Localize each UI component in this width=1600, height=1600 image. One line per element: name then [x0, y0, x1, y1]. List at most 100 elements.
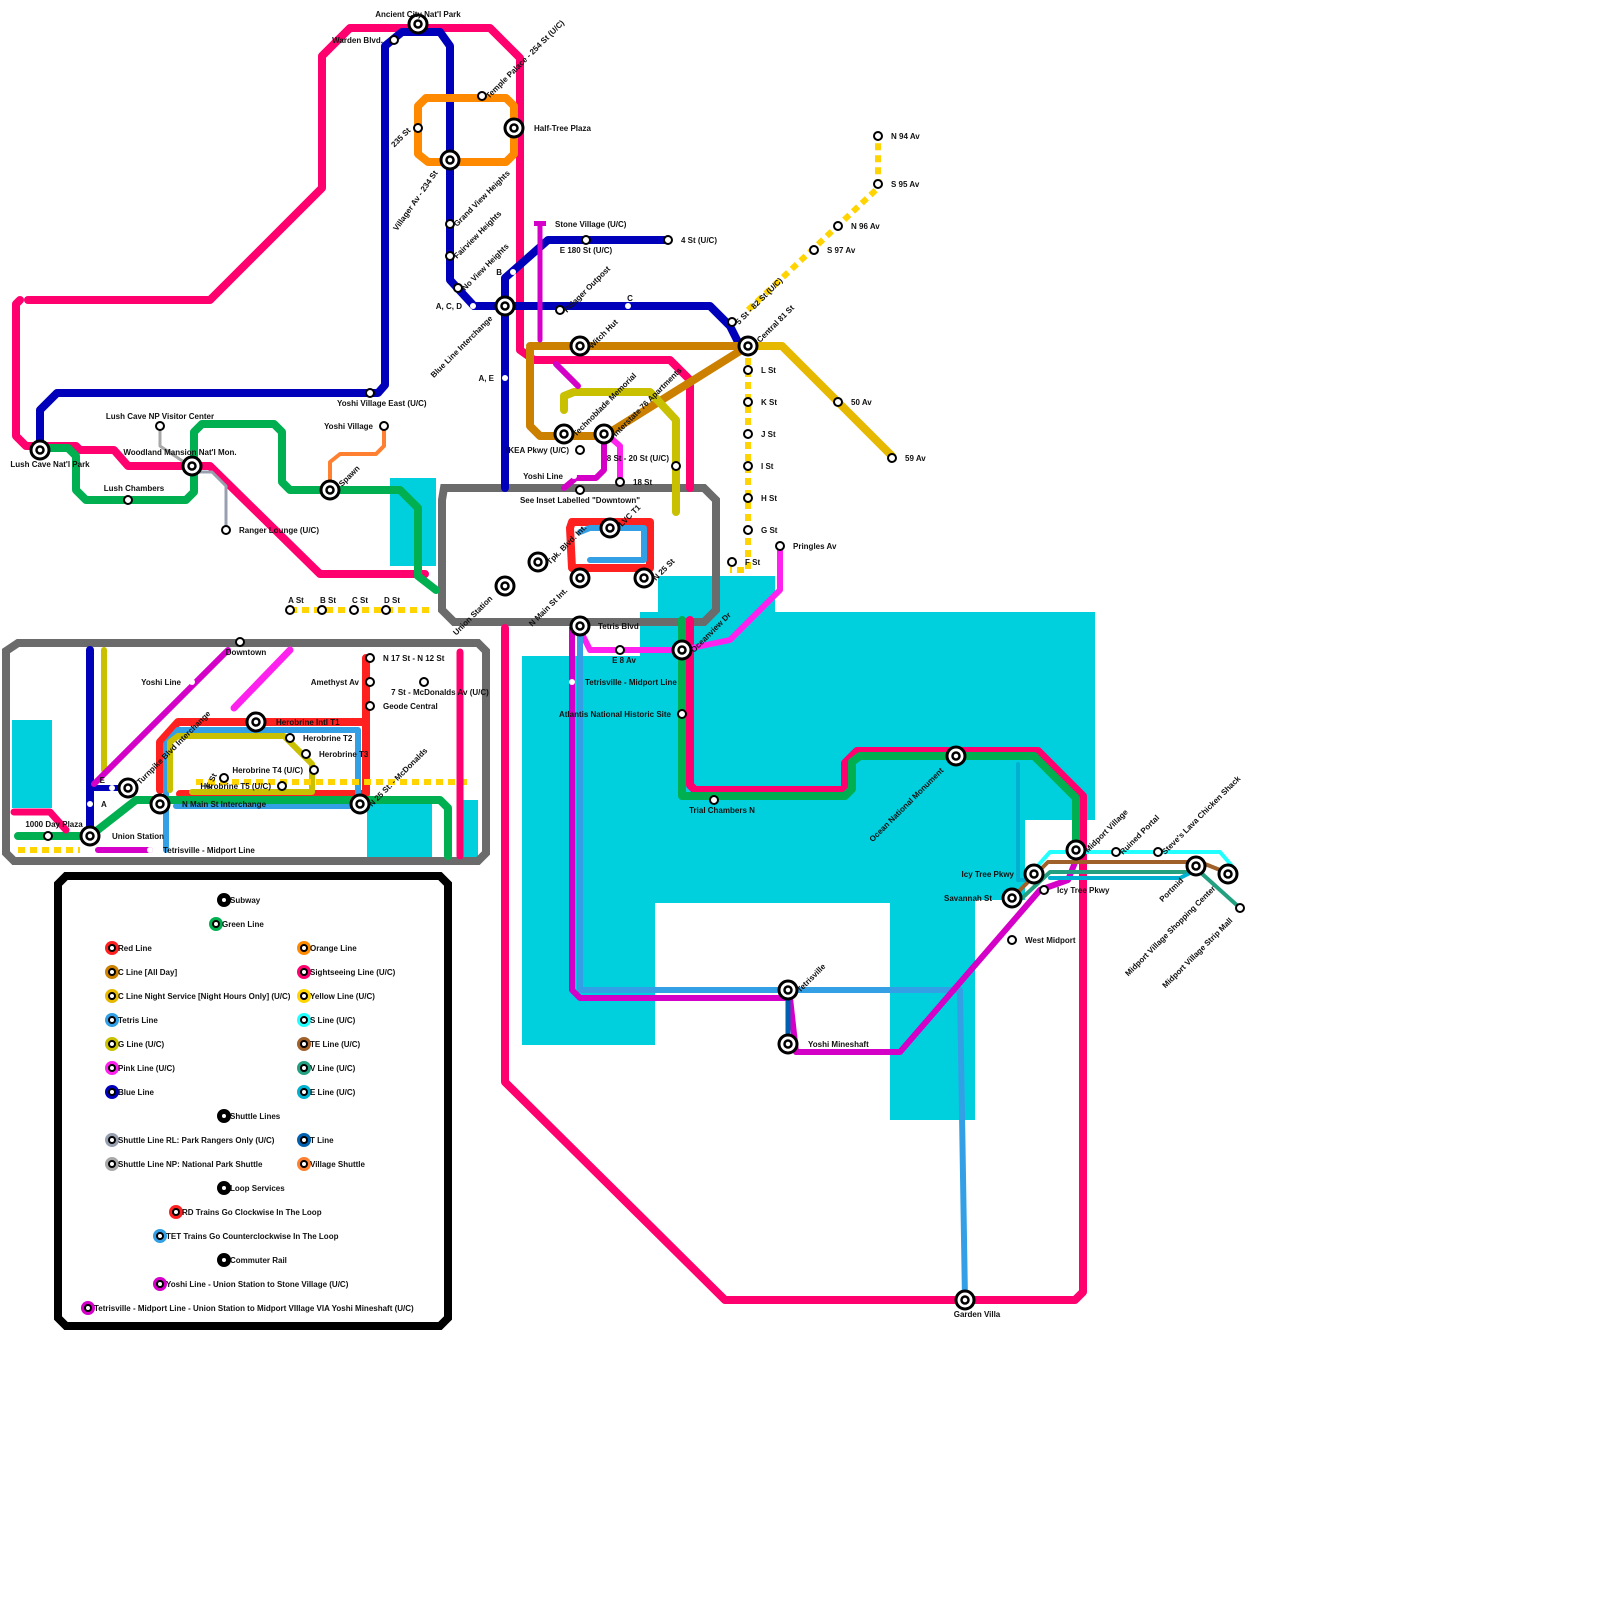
green-line — [36, 420, 440, 594]
service-marker — [625, 303, 631, 309]
stop-marker — [235, 637, 245, 647]
station-label: Ancient City Nat'l Park — [375, 10, 461, 19]
shuttle-rl-line — [198, 470, 228, 532]
station: Yoshi Village East (U/C) — [337, 388, 427, 408]
stop-marker — [221, 525, 231, 535]
legend-swatch-core — [300, 1040, 308, 1048]
station: A, C, D — [436, 302, 476, 311]
legend-swatch-core — [300, 944, 308, 952]
sightseeing-line — [501, 616, 1087, 1304]
stop-marker — [743, 493, 753, 503]
station-label: Tetrisville - Midport Line — [585, 678, 677, 687]
water-layer — [12, 478, 1095, 1120]
station-label: L St — [761, 366, 776, 375]
station: H St — [743, 493, 777, 503]
water-body — [460, 800, 478, 858]
pink-line — [577, 545, 783, 653]
station: Midport Village Strip Mall — [1161, 903, 1245, 990]
interchange-core — [575, 573, 585, 583]
station-label: Downtown — [226, 648, 267, 657]
station-label: West Midport — [1025, 936, 1076, 945]
v-line-line — [1018, 870, 1242, 910]
station: S 97 Av — [809, 245, 856, 255]
station-label: J St — [761, 430, 776, 439]
legend-item-label: C Line Night Service [Night Hours Only] … — [118, 992, 291, 1001]
station-label: Lush Cave Nat'l Park — [10, 460, 90, 469]
station-label: C — [627, 294, 633, 303]
station-label: Yoshi Village — [324, 422, 374, 431]
station-label: A St — [288, 596, 304, 605]
legend-section-header: Commuter Rail — [230, 1256, 287, 1265]
interchange-core — [533, 557, 543, 567]
station-label: E 180 St (U/C) — [560, 246, 613, 255]
stop-marker — [727, 557, 737, 567]
legend-item-label: S Line (U/C) — [310, 1016, 356, 1025]
stop-marker — [445, 219, 455, 229]
stop-marker — [1039, 885, 1049, 895]
interchange-core — [575, 341, 585, 351]
stop-marker — [301, 749, 311, 759]
station: See Inset Labelled "Downtown" — [520, 485, 640, 505]
station: A, E — [478, 374, 508, 383]
station: Grand View Heights — [445, 168, 512, 229]
station: Savannah St — [944, 887, 1023, 909]
station: F St — [727, 557, 760, 567]
station: E 8 Av — [612, 645, 636, 665]
station-label: Blue Line Interchange — [429, 314, 495, 380]
legend-header-marker-core — [220, 1184, 228, 1192]
legend-swatch-core — [108, 968, 116, 976]
station: Woodland Mansion Nat'l Mon. — [123, 448, 237, 477]
station: Union Station — [79, 825, 164, 847]
stop-marker — [381, 605, 391, 615]
sightseeing-line — [24, 24, 694, 492]
station: 8 St - 20 St (U/C) — [607, 454, 681, 471]
stop-marker — [123, 495, 133, 505]
stop-marker — [219, 773, 229, 783]
station-label: G St — [761, 526, 778, 535]
station-label: Garden Villa — [954, 1310, 1001, 1319]
service-marker — [502, 375, 508, 381]
station-label: B St — [320, 596, 336, 605]
station: A St — [285, 596, 304, 615]
legend-item-label: RD Trains Go Clockwise In The Loop — [182, 1208, 322, 1217]
green-line — [14, 796, 452, 860]
station-label: E 8 Av — [612, 656, 636, 665]
interchange-core — [951, 751, 961, 761]
stop-marker — [1235, 903, 1245, 913]
legend-section-header: Shuttle Lines — [230, 1112, 281, 1121]
station: Lush Cave Nat'l Park — [10, 439, 90, 469]
station-label: Villager Av - 234 St — [391, 169, 439, 233]
stop-marker — [581, 235, 591, 245]
station: 4 St (U/C) — [663, 235, 717, 245]
stop-marker — [743, 397, 753, 407]
tetris-line — [163, 727, 361, 853]
interchange-core — [35, 445, 45, 455]
station-label: N 94 Av — [891, 132, 920, 141]
legend-swatch-core — [300, 1088, 308, 1096]
legend-swatch-core — [108, 992, 116, 1000]
interchange-core — [575, 621, 585, 631]
line-layer — [10, 24, 1242, 1304]
s-line-line — [1032, 850, 1234, 872]
stop-marker — [1153, 847, 1163, 857]
stop-marker — [365, 653, 375, 663]
legend-item-label: Blue Line — [118, 1088, 155, 1097]
interchange-core — [639, 573, 649, 583]
station: Tpk. Blvd. Int. — [527, 523, 589, 573]
legend-item-label: V Line (U/C) — [310, 1064, 356, 1073]
stop-marker — [727, 317, 737, 327]
legend-swatch-core — [108, 1016, 116, 1024]
stop-marker — [709, 795, 719, 805]
interchange-core — [1007, 893, 1017, 903]
legend-swatch-core — [300, 1160, 308, 1168]
station: J St — [743, 429, 776, 439]
station: C — [625, 294, 633, 309]
stop-marker — [887, 453, 897, 463]
legend-header-marker-core — [220, 1112, 228, 1120]
station-label: A, E — [478, 374, 494, 383]
interchange-core — [783, 985, 793, 995]
station: Yoshi Mineshaft — [777, 1033, 869, 1055]
interchange-core — [355, 799, 365, 809]
red-line — [566, 518, 654, 572]
g-line-line — [167, 733, 315, 795]
